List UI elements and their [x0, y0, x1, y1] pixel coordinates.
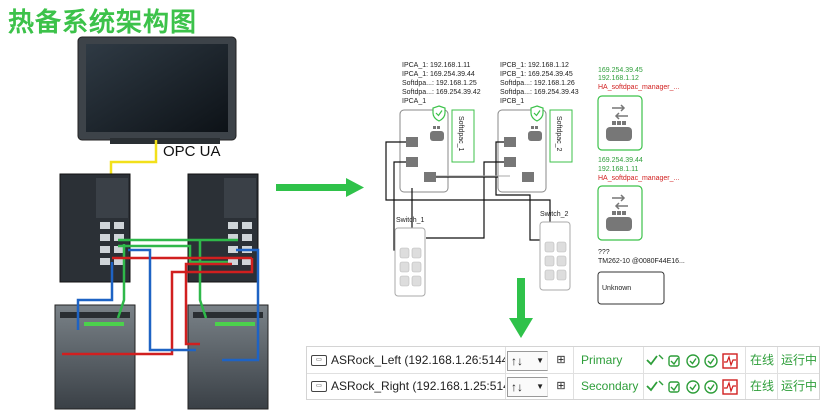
check-icon: [646, 355, 658, 366]
task-icon: [668, 381, 680, 393]
running-state: 运行中: [780, 353, 817, 367]
online-status: 在线: [747, 373, 778, 399]
shield-check-icon: [432, 105, 446, 122]
plc-b-info-line: Softdpa...: 192.168.1.26: [500, 80, 575, 87]
plc-a-info-line: IPCA_1: 169.254.39.44: [402, 71, 475, 78]
plc-icon: ▭: [311, 355, 327, 366]
softdpac-a-node[interactable]: Softdpac_1: [451, 109, 475, 163]
check-icon: [646, 381, 658, 392]
plc-icon: ▭: [311, 381, 327, 392]
softdpac-b-node[interactable]: Softdpac_2: [549, 109, 573, 163]
running-state: 运行中: [780, 379, 817, 393]
expand-icon[interactable]: ⊞: [549, 373, 574, 399]
ha2-ip2: 192.168.1.11: [598, 166, 638, 173]
chevron-down-icon: ▼: [536, 382, 544, 391]
switch-device-left: [59, 173, 131, 283]
plc-a-node[interactable]: [399, 105, 449, 193]
ha-manager-2-node[interactable]: [597, 185, 643, 241]
role-label: Primary: [575, 347, 644, 373]
ha1-ip1: 169.254.39.45: [598, 67, 643, 74]
hmi-panel: [77, 36, 237, 144]
plc-a-info: IPCA_1: 192.168.1.11 IPCA_1: 169.254.39.…: [402, 62, 481, 105]
cycle-check-icon: [686, 380, 700, 394]
docker-icon: [430, 126, 444, 141]
status-icons: [643, 373, 746, 399]
unknown-device-info: ??? TM262-10 @0080F44E16...: [598, 249, 685, 265]
shield-check-icon: [530, 105, 544, 122]
plc-a-info-line: Softdpa...: 169.254.39.42: [402, 89, 481, 96]
docker-icon: [606, 217, 632, 231]
industrial-pc-left: [54, 304, 136, 410]
switch-2-label: Switch_2: [540, 211, 569, 218]
softdpac-b-label: Softdpac_2: [555, 116, 562, 152]
table-row[interactable]: ▭ ASRock_Left (192.168.1.26:51443) ↑↓ ▼ …: [307, 347, 819, 374]
chevron-down-icon: ▼: [536, 356, 544, 365]
redundancy-status-table: ▭ ASRock_Left (192.168.1.26:51443) ↑↓ ▼ …: [306, 346, 820, 400]
device-name: ASRock_Left (192.168.1.26:51443): [331, 353, 506, 367]
sort-dropdown[interactable]: ↑↓ ▼: [507, 377, 548, 397]
ha2-name: HA_softdpac_manager_...: [598, 175, 679, 182]
swap-icon: [612, 194, 628, 210]
page-title: 热备系统架构图: [8, 8, 198, 38]
swap-icon: [612, 104, 628, 120]
docker-icon: [606, 127, 632, 141]
ha-manager-1-info: 169.254.39.45 192.168.1.12 HA_softdpac_m…: [598, 67, 679, 91]
opc-ua-label: OPC UA: [163, 143, 221, 160]
plc-b-info: IPCB_1: 192.168.1.12 IPCB_1: 169.254.39.…: [500, 62, 579, 105]
plc-a-info-line: Softdpa...: 192.168.1.25: [402, 80, 477, 87]
clock-check-icon: [704, 380, 718, 394]
unknown-device-sub: TM262-10 @0080F44E16...: [598, 258, 685, 265]
sort-label: ↑↓: [511, 354, 523, 368]
device-name: ASRock_Right (192.168.1.25:51443): [331, 379, 505, 393]
role-label: Secondary: [575, 373, 644, 399]
signal-alert-icon: [722, 353, 738, 369]
docker-icon: [528, 126, 542, 141]
ha1-name: HA_softdpac_manager_...: [598, 84, 679, 91]
network-cables: [62, 238, 260, 362]
ha1-ip2: 192.168.1.12: [598, 75, 639, 82]
unknown-device-top: ???: [598, 249, 610, 256]
clock-check-icon: [704, 354, 718, 368]
switch-device-right: [187, 173, 259, 283]
sort-label: ↑↓: [511, 380, 523, 394]
signal-alert-icon: [722, 379, 738, 395]
plc-b-info-line: IPCB_1: [500, 98, 524, 105]
plc-b-info-line: IPCB_1: 169.254.39.45: [500, 71, 573, 78]
plc-a-info-line: IPCA_1: 192.168.1.11: [402, 62, 470, 69]
plc-b-info-line: Softdpa...: 169.254.39.43: [500, 89, 579, 96]
ha-manager-1-node[interactable]: [597, 95, 643, 151]
task-icon: [668, 355, 680, 367]
flow-arrows: [276, 178, 533, 338]
ha-manager-2-info: 169.254.39.44 192.168.1.11 HA_softdpac_m…: [598, 157, 679, 182]
softdpac-a-label: Softdpac_1: [457, 116, 464, 152]
expand-icon[interactable]: ⊞: [549, 347, 574, 373]
ha2-ip1: 169.254.39.44: [598, 157, 643, 164]
status-icons: [643, 347, 746, 373]
unknown-device-label: Unknown: [602, 285, 631, 292]
online-status: 在线: [747, 347, 778, 373]
cycle-check-icon: [686, 354, 700, 368]
plc-b-info-line: IPCB_1: 192.168.1.12: [500, 62, 569, 69]
switch-1-label: Switch_1: [396, 217, 425, 224]
plc-a-info-line: IPCA_1: [402, 98, 426, 105]
industrial-pc-right: [187, 304, 269, 410]
switch-2-node[interactable]: [539, 221, 571, 291]
table-row[interactable]: ▭ ASRock_Right (192.168.1.25:51443) ↑↓ ▼…: [307, 373, 819, 399]
switch-1-node[interactable]: [394, 227, 426, 297]
plc-b-node[interactable]: [497, 105, 547, 193]
sort-dropdown[interactable]: ↑↓ ▼: [507, 351, 548, 371]
unknown-device-node[interactable]: Unknown: [597, 271, 665, 305]
